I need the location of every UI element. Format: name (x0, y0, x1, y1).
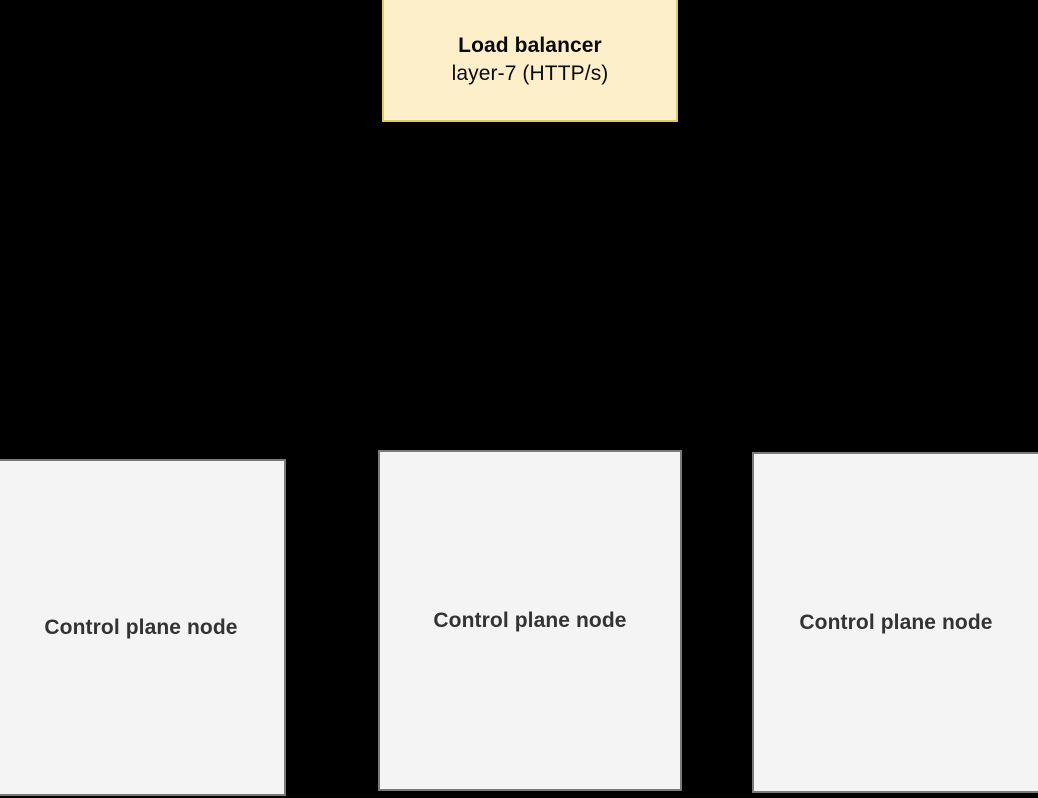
control-plane-node-1-label: Control plane node (44, 615, 238, 639)
control-plane-node-3-label: Control plane node (799, 610, 993, 634)
load-balancer-subtitle: layer-7 (HTTP/s) (451, 61, 609, 85)
control-plane-node-2[interactable]: Control plane node (378, 450, 682, 791)
control-plane-node-2-label: Control plane node (433, 608, 627, 632)
load-balancer-node[interactable]: Load balancer layer-7 (HTTP/s) (382, 0, 678, 122)
control-plane-node-3[interactable]: Control plane node (752, 452, 1038, 793)
load-balancer-title: Load balancer (458, 34, 602, 58)
control-plane-node-1[interactable]: Control plane node (0, 459, 286, 796)
